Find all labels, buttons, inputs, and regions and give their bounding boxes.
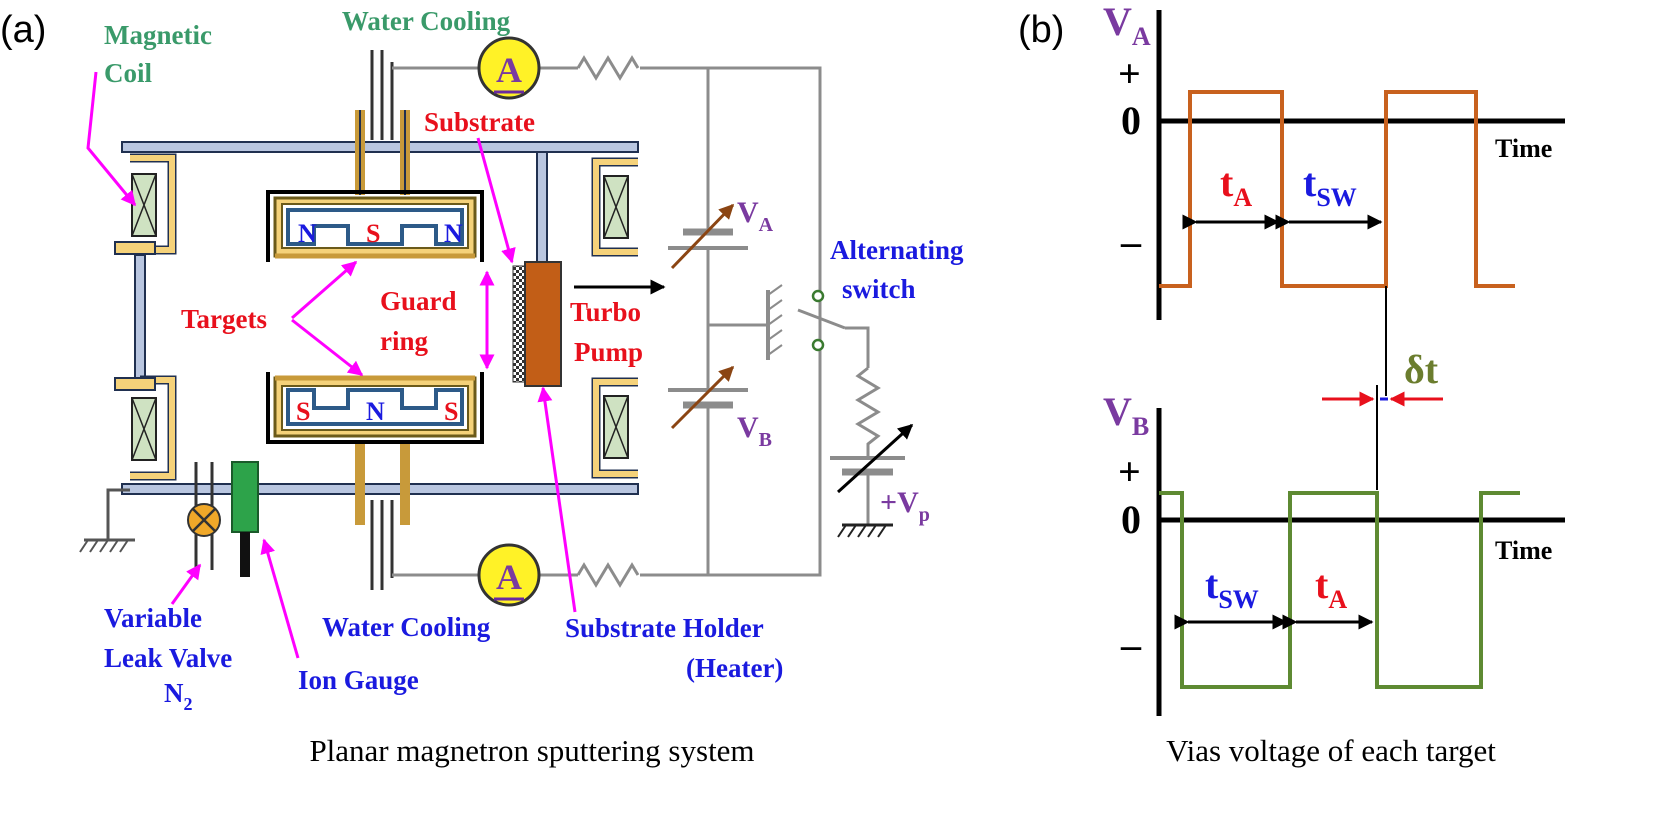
leak-valve bbox=[187, 462, 221, 570]
va-plus: + bbox=[1118, 51, 1141, 96]
alternating-switch[interactable] bbox=[766, 284, 881, 458]
substrate-holder-rod bbox=[536, 151, 548, 265]
substrate-holder-heater bbox=[524, 261, 562, 387]
va-zero: 0 bbox=[1121, 98, 1141, 143]
resistor-top bbox=[576, 55, 640, 81]
va-ta-label: tA bbox=[1220, 160, 1252, 212]
ammeter-bottom bbox=[477, 543, 541, 607]
vb-tsw-label: tSW bbox=[1205, 562, 1259, 614]
substrate-label: Substrate bbox=[424, 107, 535, 137]
magnetic-coil-left-top bbox=[114, 153, 177, 255]
magnetic-coil-label-1: Magnetic bbox=[104, 20, 212, 50]
substrate bbox=[512, 265, 526, 383]
pointer-substrate bbox=[476, 137, 516, 264]
va-label: VA bbox=[737, 196, 774, 236]
circuit-wire-main bbox=[392, 66, 822, 577]
ammeter-bottom-label: A bbox=[496, 557, 522, 597]
vb-axis-label: VB bbox=[1103, 389, 1149, 441]
ammeter-top-label: A bbox=[496, 50, 522, 90]
va-axis-label: VA bbox=[1103, 0, 1151, 51]
vb-time-label: Time bbox=[1495, 536, 1552, 565]
battery-vp bbox=[830, 423, 914, 538]
pointer-magnetic-coil bbox=[86, 71, 137, 207]
resistor-bottom bbox=[576, 562, 640, 588]
chamber-left-wall bbox=[134, 254, 146, 386]
caption-b: Vias voltage of each target bbox=[1166, 733, 1496, 768]
panel-b: (b) VA + 0 – Time tA tSW δt VB + 0 – Tim… bbox=[1018, 0, 1565, 768]
guard-ring-label-2: ring bbox=[380, 326, 429, 356]
leak-valve-label-2: Leak Valve bbox=[104, 643, 232, 673]
vb-minus: – bbox=[1120, 622, 1142, 667]
alternating-switch-label-2: switch bbox=[842, 274, 916, 304]
substrate-holder-label-2: (Heater) bbox=[686, 653, 783, 683]
vp-label: +Vp bbox=[880, 486, 930, 526]
target-bottom bbox=[266, 372, 484, 444]
magnet-bottom-1: S bbox=[296, 397, 310, 426]
va-tsw-label: tSW bbox=[1303, 160, 1357, 212]
circuit-wire-branch bbox=[706, 68, 768, 575]
magnet-top-3: N bbox=[444, 219, 463, 248]
turbo-pump-label-2: Pump bbox=[574, 337, 643, 367]
vb-plus: + bbox=[1118, 449, 1141, 494]
pointer-ion-gauge bbox=[260, 538, 300, 659]
pointer-target-top bbox=[291, 260, 358, 320]
ion-gauge-label: Ion Gauge bbox=[298, 665, 419, 695]
magnetic-coil-right-top bbox=[591, 157, 638, 257]
alternating-switch-label-1: Alternating bbox=[830, 235, 964, 265]
leak-valve-label-3: N2 bbox=[164, 678, 193, 714]
delta-t-label: δt bbox=[1404, 347, 1439, 392]
battery-va bbox=[668, 203, 748, 270]
battery-vb bbox=[668, 365, 748, 430]
ion-gauge bbox=[231, 461, 259, 577]
turbo-pump-label-1: Turbo bbox=[570, 297, 641, 327]
vb-ta-label: tA bbox=[1315, 562, 1347, 614]
panel-a-label: (a) bbox=[0, 9, 46, 51]
magnet-bottom-2: N bbox=[366, 397, 385, 426]
va-time-label: Time bbox=[1495, 134, 1552, 163]
leak-valve-label-1: Variable bbox=[104, 603, 202, 633]
magnetic-coil-left-bottom bbox=[114, 375, 177, 481]
magnet-top-2: S bbox=[366, 219, 380, 248]
targets-label: Targets bbox=[181, 304, 267, 334]
pointer-leak-valve bbox=[170, 563, 202, 605]
vb-label: VB bbox=[737, 411, 772, 451]
target-top bbox=[266, 190, 484, 262]
caption-a: Planar magnetron sputtering system bbox=[309, 733, 754, 768]
panel-a: (a) bbox=[0, 6, 964, 768]
water-cooling-top-label: Water Cooling bbox=[342, 6, 511, 36]
guard-ring-label-1: Guard bbox=[380, 286, 457, 316]
vb-waveform bbox=[1159, 491, 1520, 689]
magnet-top-1: N bbox=[298, 219, 317, 248]
magnetic-coil-right-bottom bbox=[591, 377, 638, 479]
pointer-substrate-holder bbox=[537, 386, 577, 613]
vb-zero: 0 bbox=[1121, 497, 1141, 542]
ground-chamber bbox=[79, 488, 135, 553]
ammeter-top bbox=[477, 36, 541, 100]
water-cooling-bottom-label: Water Cooling bbox=[322, 612, 491, 642]
water-cooling-pipe-bottom bbox=[355, 440, 410, 590]
va-minus: – bbox=[1120, 219, 1142, 264]
substrate-holder-label-1: Substrate Holder bbox=[565, 613, 764, 643]
water-cooling-pipe-top bbox=[355, 50, 410, 195]
chamber-top-wall bbox=[121, 141, 639, 153]
va-waveform bbox=[1159, 90, 1515, 288]
chamber-bottom-wall bbox=[121, 483, 639, 495]
magnetic-coil-label-2: Coil bbox=[104, 58, 153, 88]
panel-b-label: (b) bbox=[1018, 9, 1064, 51]
pointer-target-bottom bbox=[291, 318, 364, 377]
magnet-bottom-3: S bbox=[444, 397, 458, 426]
